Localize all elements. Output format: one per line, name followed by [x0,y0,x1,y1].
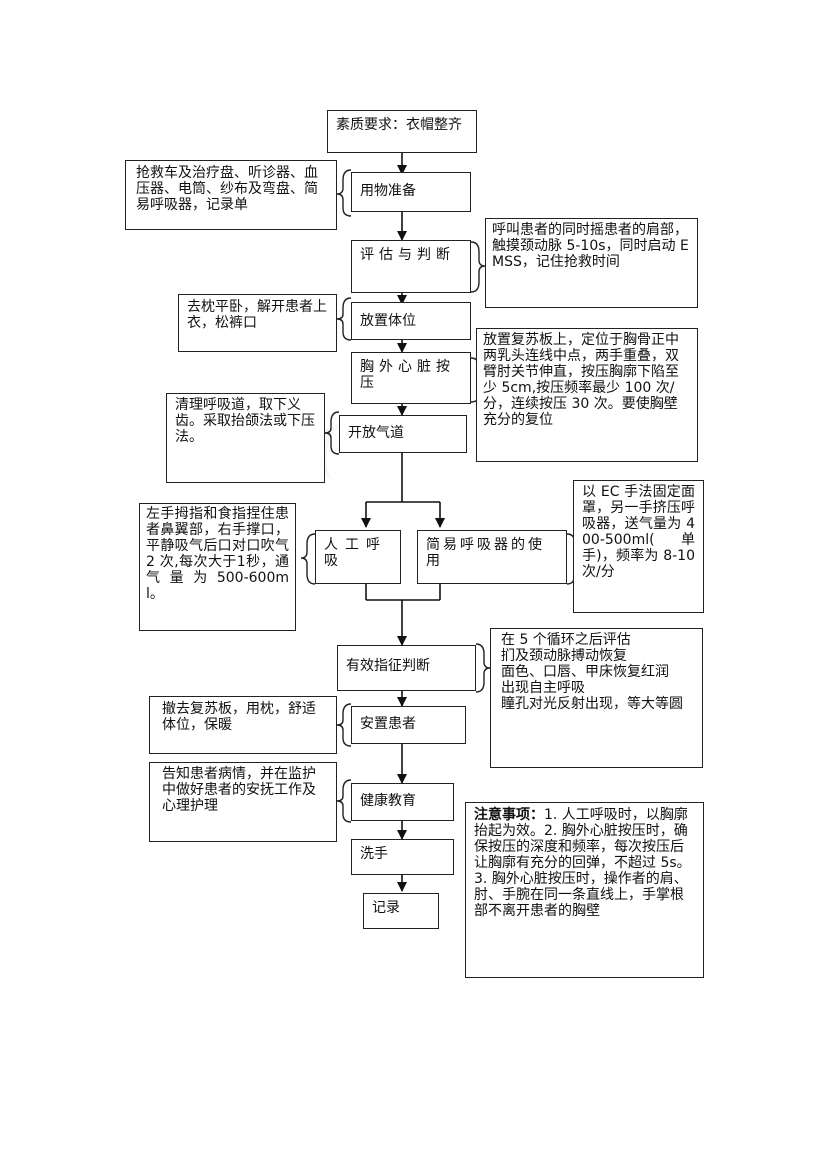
note-text: 左手拇指和食指捏住患者鼻翼部，右手撑口，平静吸气后口对口吹气 2 次,每次大于1… [146,506,294,602]
note-attention: 注意事项：1. 人工呼吸时，以胸廓抬起为效。2. 胸外心脏按压时，确保按压的深度… [465,802,704,978]
step-label: 有效指征判断 [346,658,430,674]
brace-assess [470,241,486,293]
step-label: 安置患者 [360,716,416,732]
note-text: 清理呼吸道，取下义齿。采取抬颌法或下压法。 [175,397,315,445]
step-label: 人工呼吸 [324,537,387,569]
note-items-list: 抢救车及治疗盘、听诊器、血压器、电筒、纱布及弯盘、简易呼吸器，记录单 [125,160,337,230]
brace-signs [475,643,491,693]
brace-edu [336,779,352,823]
step-prepare-items: 用物准备 [351,172,471,212]
step-settle-patient: 安置患者 [351,706,466,744]
attention-body: 1. 人工呼吸时，以胸廓抬起为效。2. 胸外心脏按压时，确保按压的深度和频率，每… [474,807,691,919]
brace-airway [324,411,340,455]
note-compression: 放置复苏板上，定位于胸骨正中两乳头连线中点，两手重叠，双臂肘关节伸直，按压胸廓下… [476,328,698,462]
note-artificial-respiration: 左手拇指和食指捏住患者鼻翼部，右手撑口，平静吸气后口对口吹气 2 次,每次大于1… [139,503,296,631]
note-settle: 撤去复苏板，用枕，舒适体位，保暖 [149,696,337,754]
step-quality-requirement: 素质要求：衣帽整齐 [327,110,477,153]
step-record: 记录 [363,893,439,929]
note-health-education: 告知患者病情，并在监护中做好患者的安抚工作及心理护理 [149,762,337,842]
note-text: 在 5 个循环之后评估 扪及颈动脉搏动恢复 面色、口唇、甲床恢复红润 出现自主呼… [501,632,683,712]
step-assess-judge: 评估与判断 [351,240,471,293]
step-wash-hands: 洗手 [351,839,454,875]
note-text: 以 EC 手法固定面罩，另一手挤压呼吸器，送气量为 400-500ml(单手)，… [582,484,700,580]
brace-position [336,297,352,341]
step-label: 胸外心脏按压 [360,359,455,391]
step-label: 简易呼吸器的使用 [426,537,545,569]
step-bag-valve-use: 简易呼吸器的使用 [417,530,567,584]
brace-settle [336,703,352,747]
note-bag-valve: 以 EC 手法固定面罩，另一手挤压呼吸器，送气量为 400-500ml(单手)，… [573,480,704,613]
step-label: 评估与判断 [360,247,455,263]
step-label: 放置体位 [360,313,416,329]
step-label: 开放气道 [348,425,404,441]
note-airway: 清理呼吸道，取下义齿。采取抬颌法或下压法。 [166,393,325,483]
note-text: 呼叫患者的同时摇患者的肩部，触摸颈动脉 5-10s，同时启动 EMSS，记住抢救… [492,222,689,270]
brace-items [336,169,352,217]
step-open-airway: 开放气道 [339,415,467,453]
step-artificial-respiration: 人工呼吸 [315,530,401,584]
note-text: 去枕平卧，解开患者上衣，松裤口 [187,299,327,331]
note-text: 放置复苏板上，定位于胸骨正中两乳头连线中点，两手重叠，双臂肘关节伸直，按压胸廓下… [483,332,679,428]
note-position: 去枕平卧，解开患者上衣，松裤口 [178,294,337,352]
step-label: 素质要求：衣帽整齐 [336,117,462,133]
note-text: 撤去复苏板，用枕，舒适体位，保暖 [162,701,316,733]
step-place-position: 放置体位 [351,302,471,340]
step-label: 用物准备 [360,183,416,199]
step-chest-compression: 胸外心脏按压 [351,352,471,404]
note-effective-signs: 在 5 个循环之后评估 扪及颈动脉搏动恢复 面色、口唇、甲床恢复红润 出现自主呼… [490,628,703,768]
step-label: 健康教育 [360,793,416,809]
step-health-education: 健康教育 [351,783,454,821]
step-label: 记录 [372,900,400,916]
note-text: 抢救车及治疗盘、听诊器、血压器、电筒、纱布及弯盘、简易呼吸器，记录单 [136,165,318,213]
note-text: 告知患者病情，并在监护中做好患者的安抚工作及心理护理 [162,766,316,814]
step-label: 洗手 [360,846,388,862]
brace-manual [300,533,316,585]
attention-title: 注意事项： [474,807,544,823]
note-assess: 呼叫患者的同时摇患者的肩部，触摸颈动脉 5-10s，同时启动 EMSS，记住抢救… [485,218,698,308]
step-effective-signs: 有效指征判断 [337,645,476,691]
